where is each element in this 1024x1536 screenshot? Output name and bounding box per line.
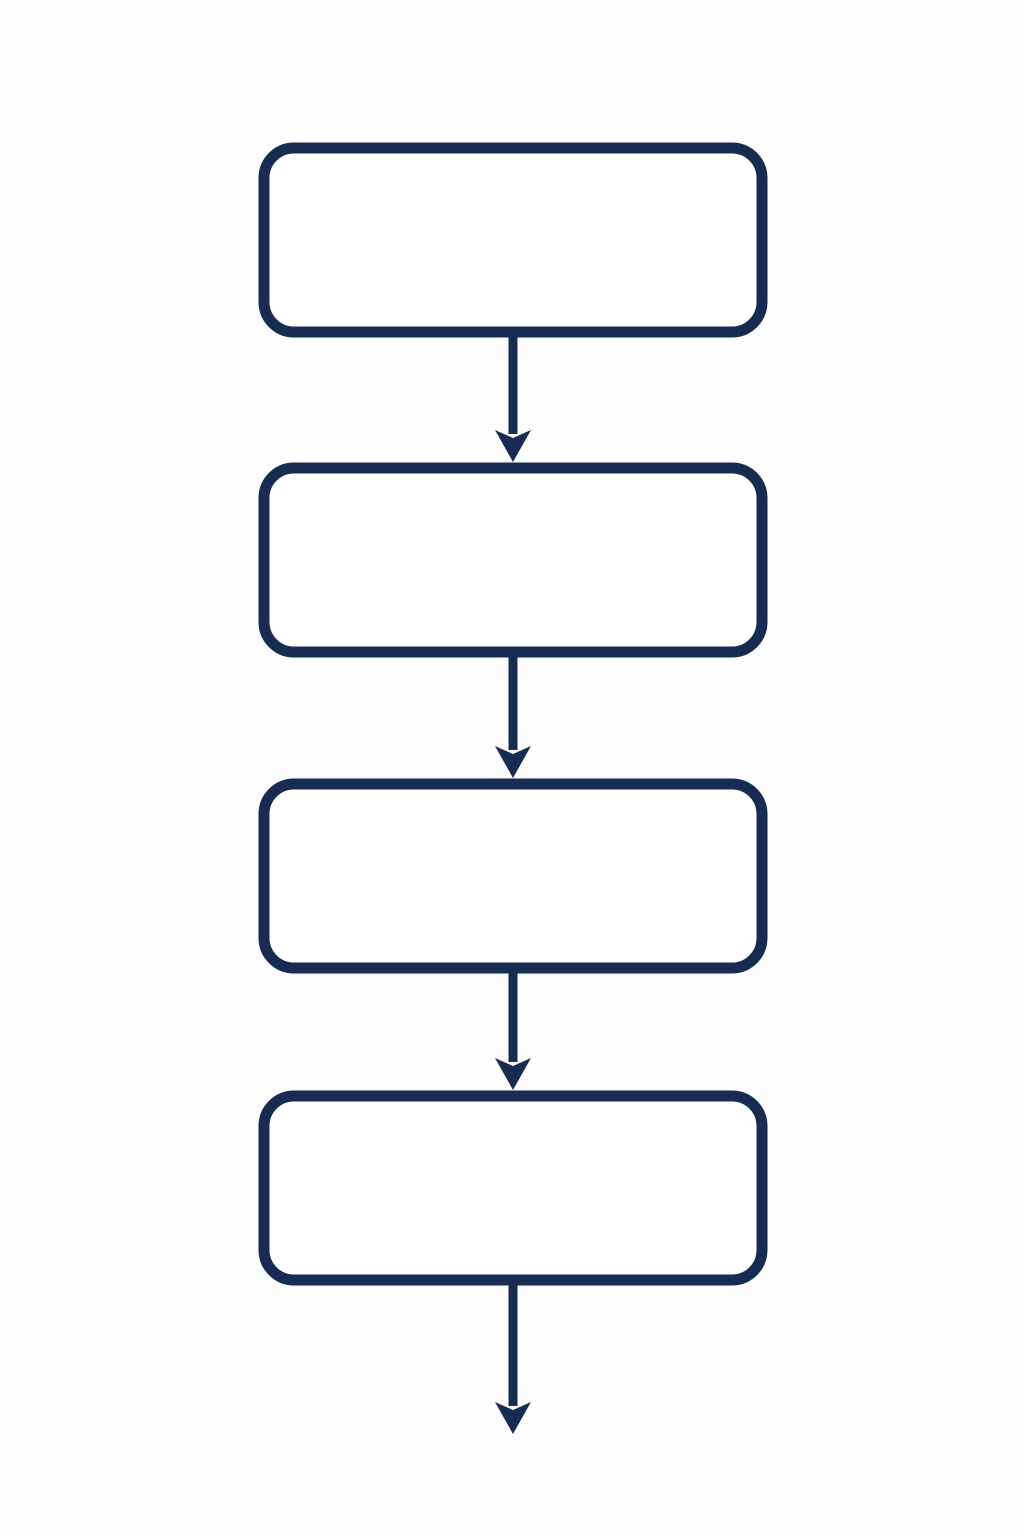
arrow-head bbox=[495, 1402, 531, 1434]
arrow-head bbox=[495, 746, 531, 778]
flow-node-step-3 bbox=[258, 778, 768, 974]
node-box bbox=[258, 462, 768, 658]
flow-node-step-2 bbox=[258, 462, 768, 658]
flow-arrow-step-4-to-end bbox=[495, 1285, 531, 1434]
node-box bbox=[258, 142, 768, 338]
flow-arrow-step-1-to-step-2 bbox=[495, 337, 531, 462]
arrow-head bbox=[495, 1058, 531, 1090]
flow-arrow-step-3-to-step-4 bbox=[495, 973, 531, 1090]
node-box bbox=[258, 778, 768, 974]
flow-node-step-1 bbox=[258, 142, 768, 338]
arrow-head bbox=[495, 430, 531, 462]
flow-arrow-step-2-to-step-3 bbox=[495, 657, 531, 778]
flow-node-step-4 bbox=[258, 1090, 768, 1286]
node-box bbox=[258, 1090, 768, 1286]
